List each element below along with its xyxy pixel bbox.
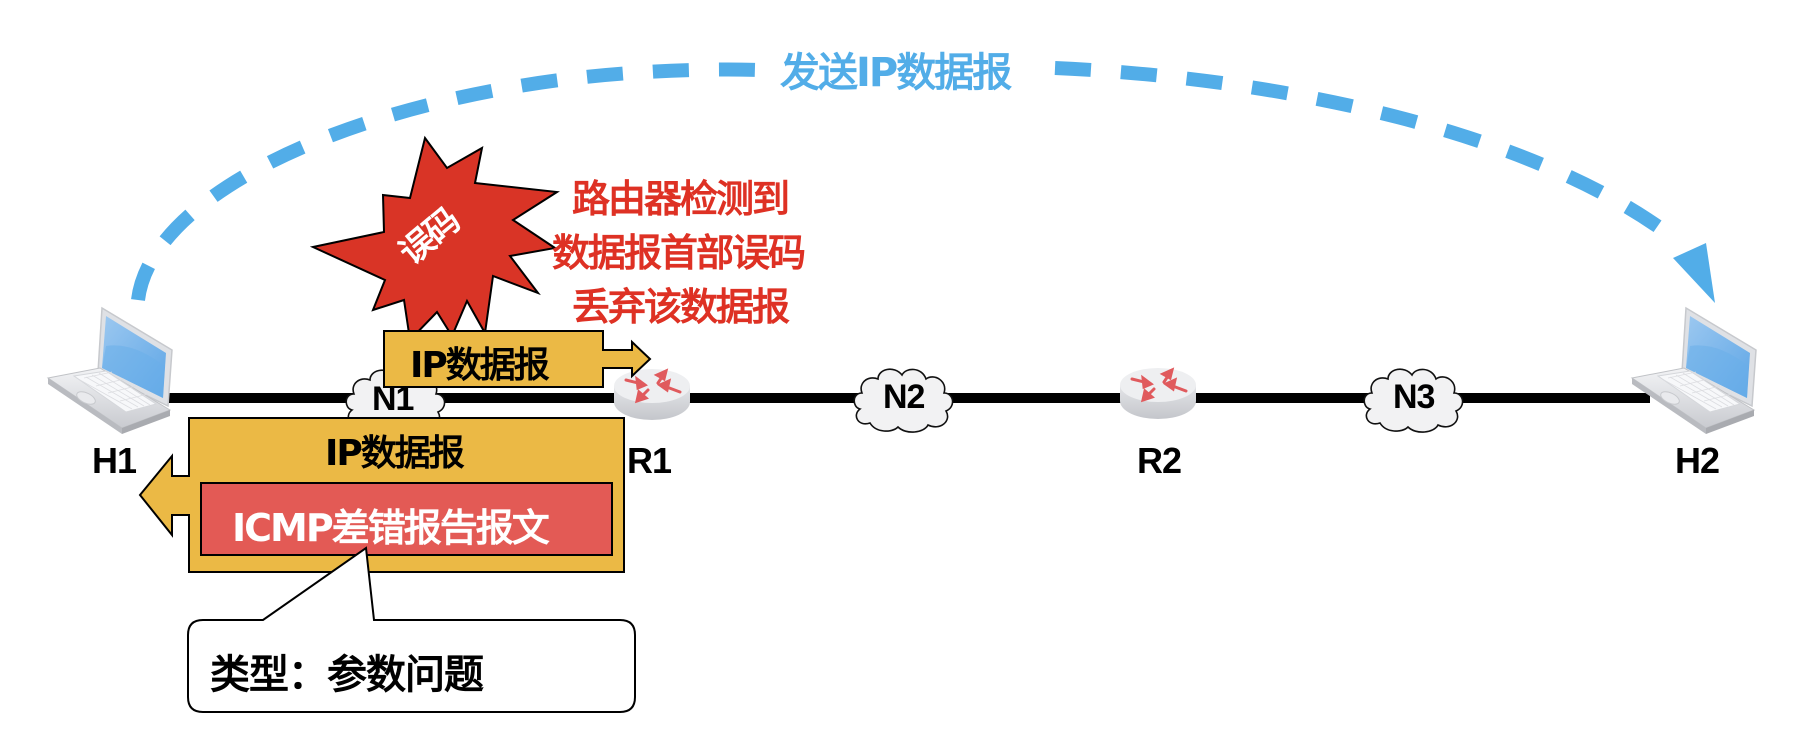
explosion-burst-icon xyxy=(309,135,560,343)
router-icon-r2 xyxy=(1118,366,1198,421)
callout xyxy=(187,546,636,713)
laptop-icon-h2 xyxy=(1631,307,1757,435)
return-packet-label: IP数据报 xyxy=(325,433,465,474)
forward-packet-arrow xyxy=(383,330,652,388)
error-message-line: 路由器检测到 xyxy=(572,177,790,221)
title-label: 发送IP数据报 xyxy=(780,50,1012,96)
laptop-icon-h1 xyxy=(47,307,173,435)
arrowhead-icon xyxy=(1673,243,1715,303)
icmp-message-box xyxy=(200,482,613,556)
network-label-n2: N2 xyxy=(883,378,925,416)
host-label-h2: H2 xyxy=(1675,440,1720,481)
send-arc xyxy=(131,61,1715,303)
return-packet xyxy=(138,417,625,573)
forward-packet xyxy=(383,330,652,388)
forward-packet-label: IP数据报 xyxy=(410,345,550,386)
error-message-line: 数据报首部误码 xyxy=(552,231,806,275)
callout-bubble xyxy=(187,546,636,713)
router-icon-r1 xyxy=(612,367,692,422)
error-message-line: 丢弃该数据报 xyxy=(572,285,790,329)
callout-text: 类型：参数问题 xyxy=(210,652,484,698)
router-label-r1: R1 xyxy=(627,440,672,481)
router-label-r2: R2 xyxy=(1137,440,1182,481)
icmp-message-label: ICMP差错报告报文 xyxy=(232,506,550,550)
send-arc-path xyxy=(131,62,761,302)
send-arc-path-right xyxy=(1054,61,1665,234)
host-label-h1: H1 xyxy=(92,440,137,481)
network-label-n1: N1 xyxy=(372,380,414,418)
network-label-n3: N3 xyxy=(1393,378,1435,416)
